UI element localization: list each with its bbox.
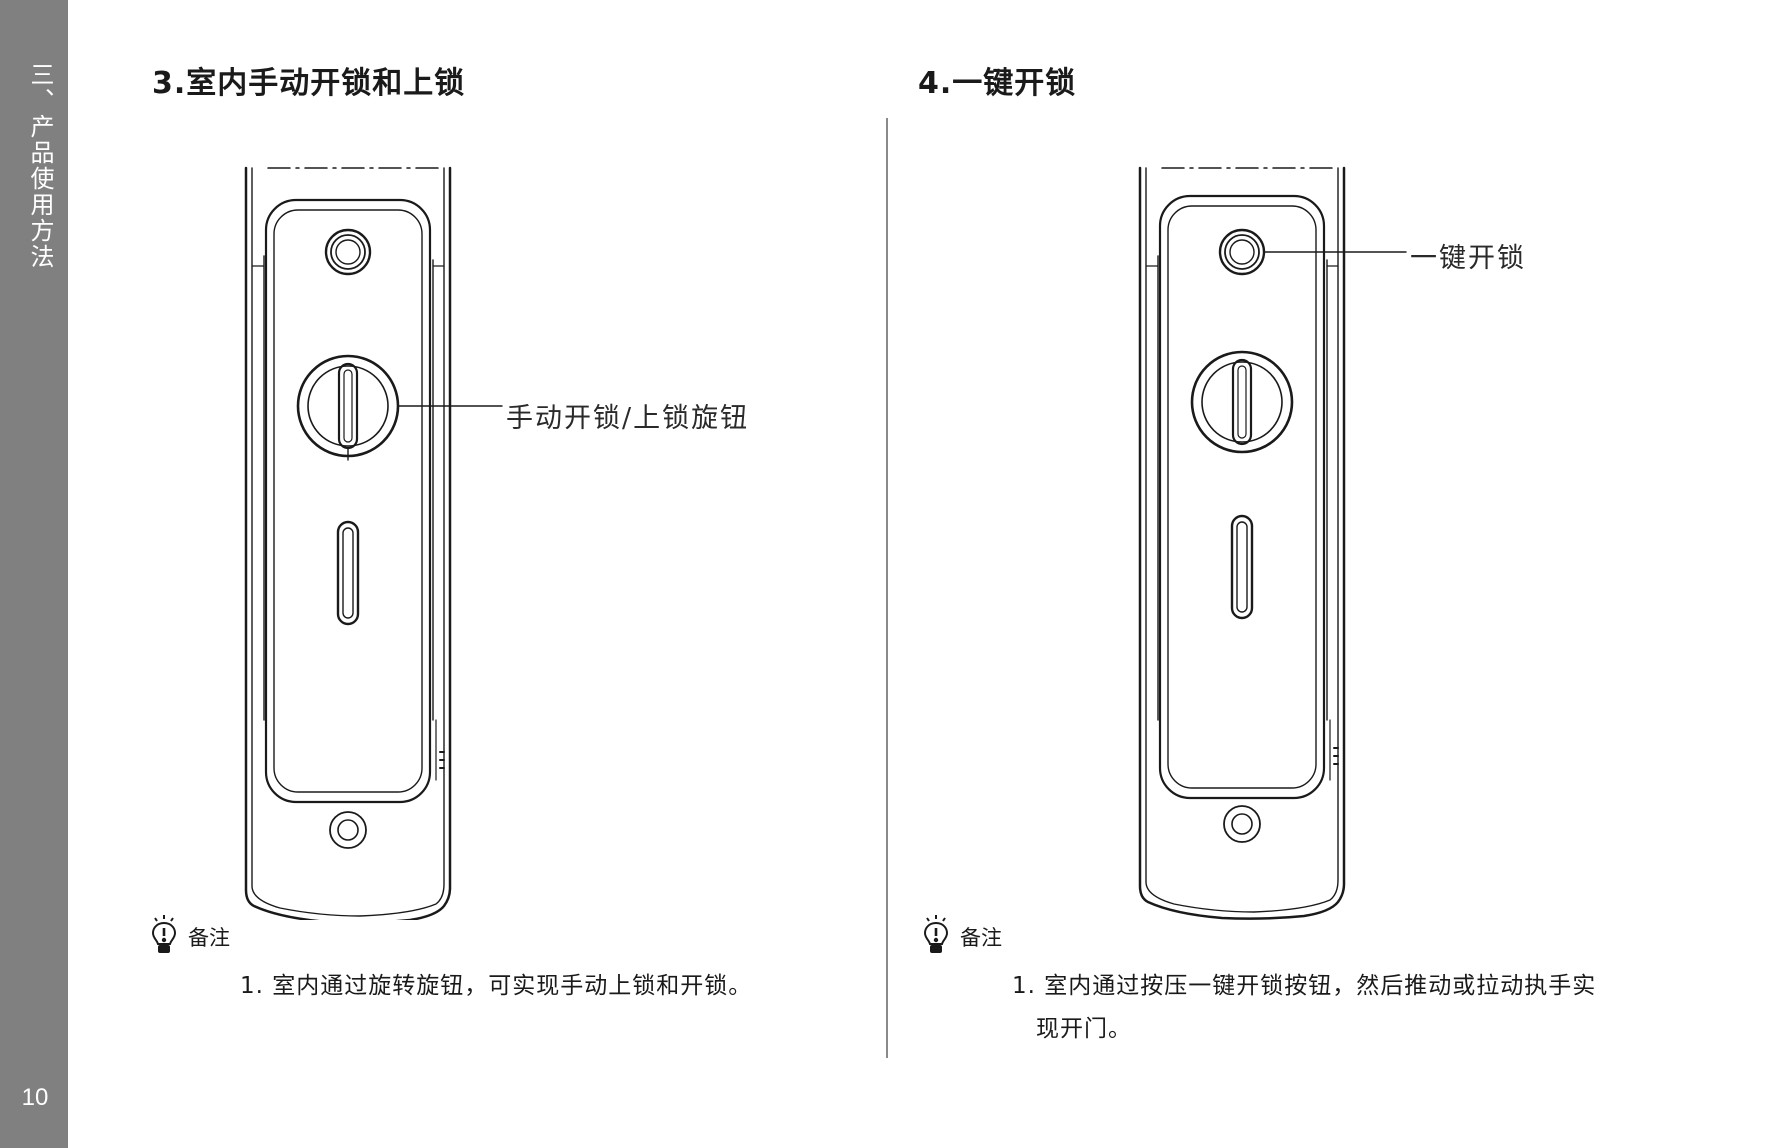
left-note-label: 备注 xyxy=(188,926,230,950)
sidebar-band: 三、产品使用方法 10 xyxy=(0,0,68,1148)
left-lock-illustration xyxy=(244,166,503,920)
sidebar-title: 三、产品使用方法 xyxy=(26,62,54,270)
left-section-title: 3.室内手动开锁和上锁 xyxy=(152,66,466,101)
page-number: 10 xyxy=(21,1084,49,1111)
lightbulb-icon xyxy=(151,915,177,953)
right-note-text-line2: 现开门。 xyxy=(1036,1016,1132,1042)
lightbulb-icon xyxy=(923,915,949,953)
left-note-header: 备注 xyxy=(150,910,230,954)
right-lock-illustration xyxy=(1138,166,1407,920)
right-note-text-line1: 1. 室内通过按压一键开锁按钮，然后推动或拉动执手实 xyxy=(1012,973,1597,999)
right-callout-label: 一键开锁 xyxy=(1410,243,1526,274)
left-note-text: 1. 室内通过旋转旋钮，可实现手动上锁和开锁。 xyxy=(240,973,753,999)
left-callout-label: 手动开锁/上锁旋钮 xyxy=(506,403,750,434)
right-note-label: 备注 xyxy=(960,926,1002,950)
right-section-title: 4.一键开锁 xyxy=(918,66,1077,101)
right-note-header: 备注 xyxy=(922,910,1002,954)
column-divider xyxy=(886,118,888,1058)
